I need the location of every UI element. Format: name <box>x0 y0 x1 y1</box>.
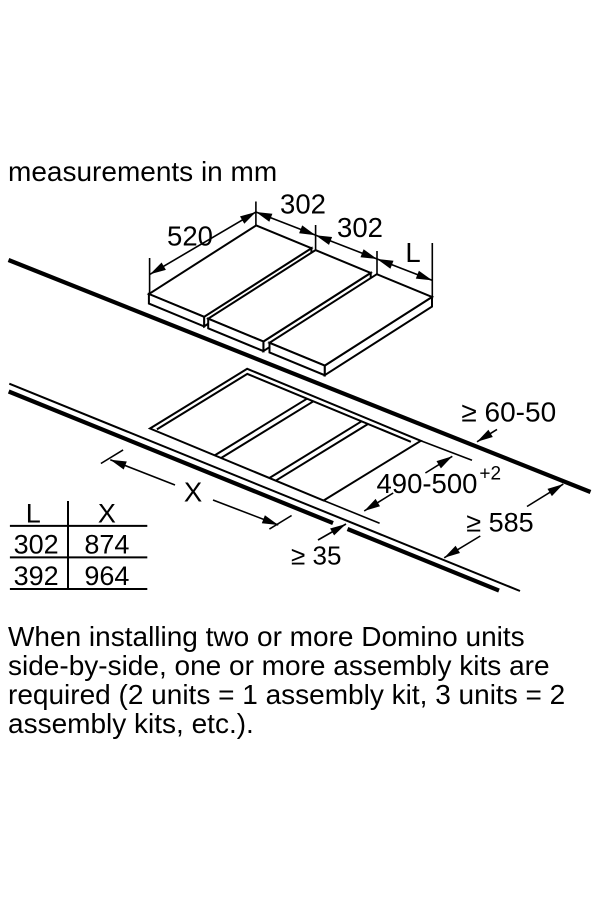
svg-text:490-500: 490-500 <box>377 468 478 499</box>
svg-text:≥ 585: ≥ 585 <box>466 507 533 537</box>
svg-text:X: X <box>184 477 202 508</box>
svg-text:874: 874 <box>84 530 129 560</box>
svg-text:L: L <box>405 237 420 268</box>
svg-text:≥ 35: ≥ 35 <box>291 541 341 571</box>
svg-text:964: 964 <box>84 561 129 591</box>
svg-text:+2: +2 <box>479 464 501 485</box>
svg-text:L: L <box>26 499 41 529</box>
svg-text:measurements in mm: measurements in mm <box>8 156 277 187</box>
svg-text:520: 520 <box>167 221 213 252</box>
svg-text:302: 302 <box>280 189 326 220</box>
svg-text:302: 302 <box>337 212 383 243</box>
svg-text:≥ 60-50: ≥ 60-50 <box>461 396 556 427</box>
svg-text:392: 392 <box>14 561 59 591</box>
svg-text:302: 302 <box>14 530 59 560</box>
svg-text:X: X <box>98 499 116 529</box>
